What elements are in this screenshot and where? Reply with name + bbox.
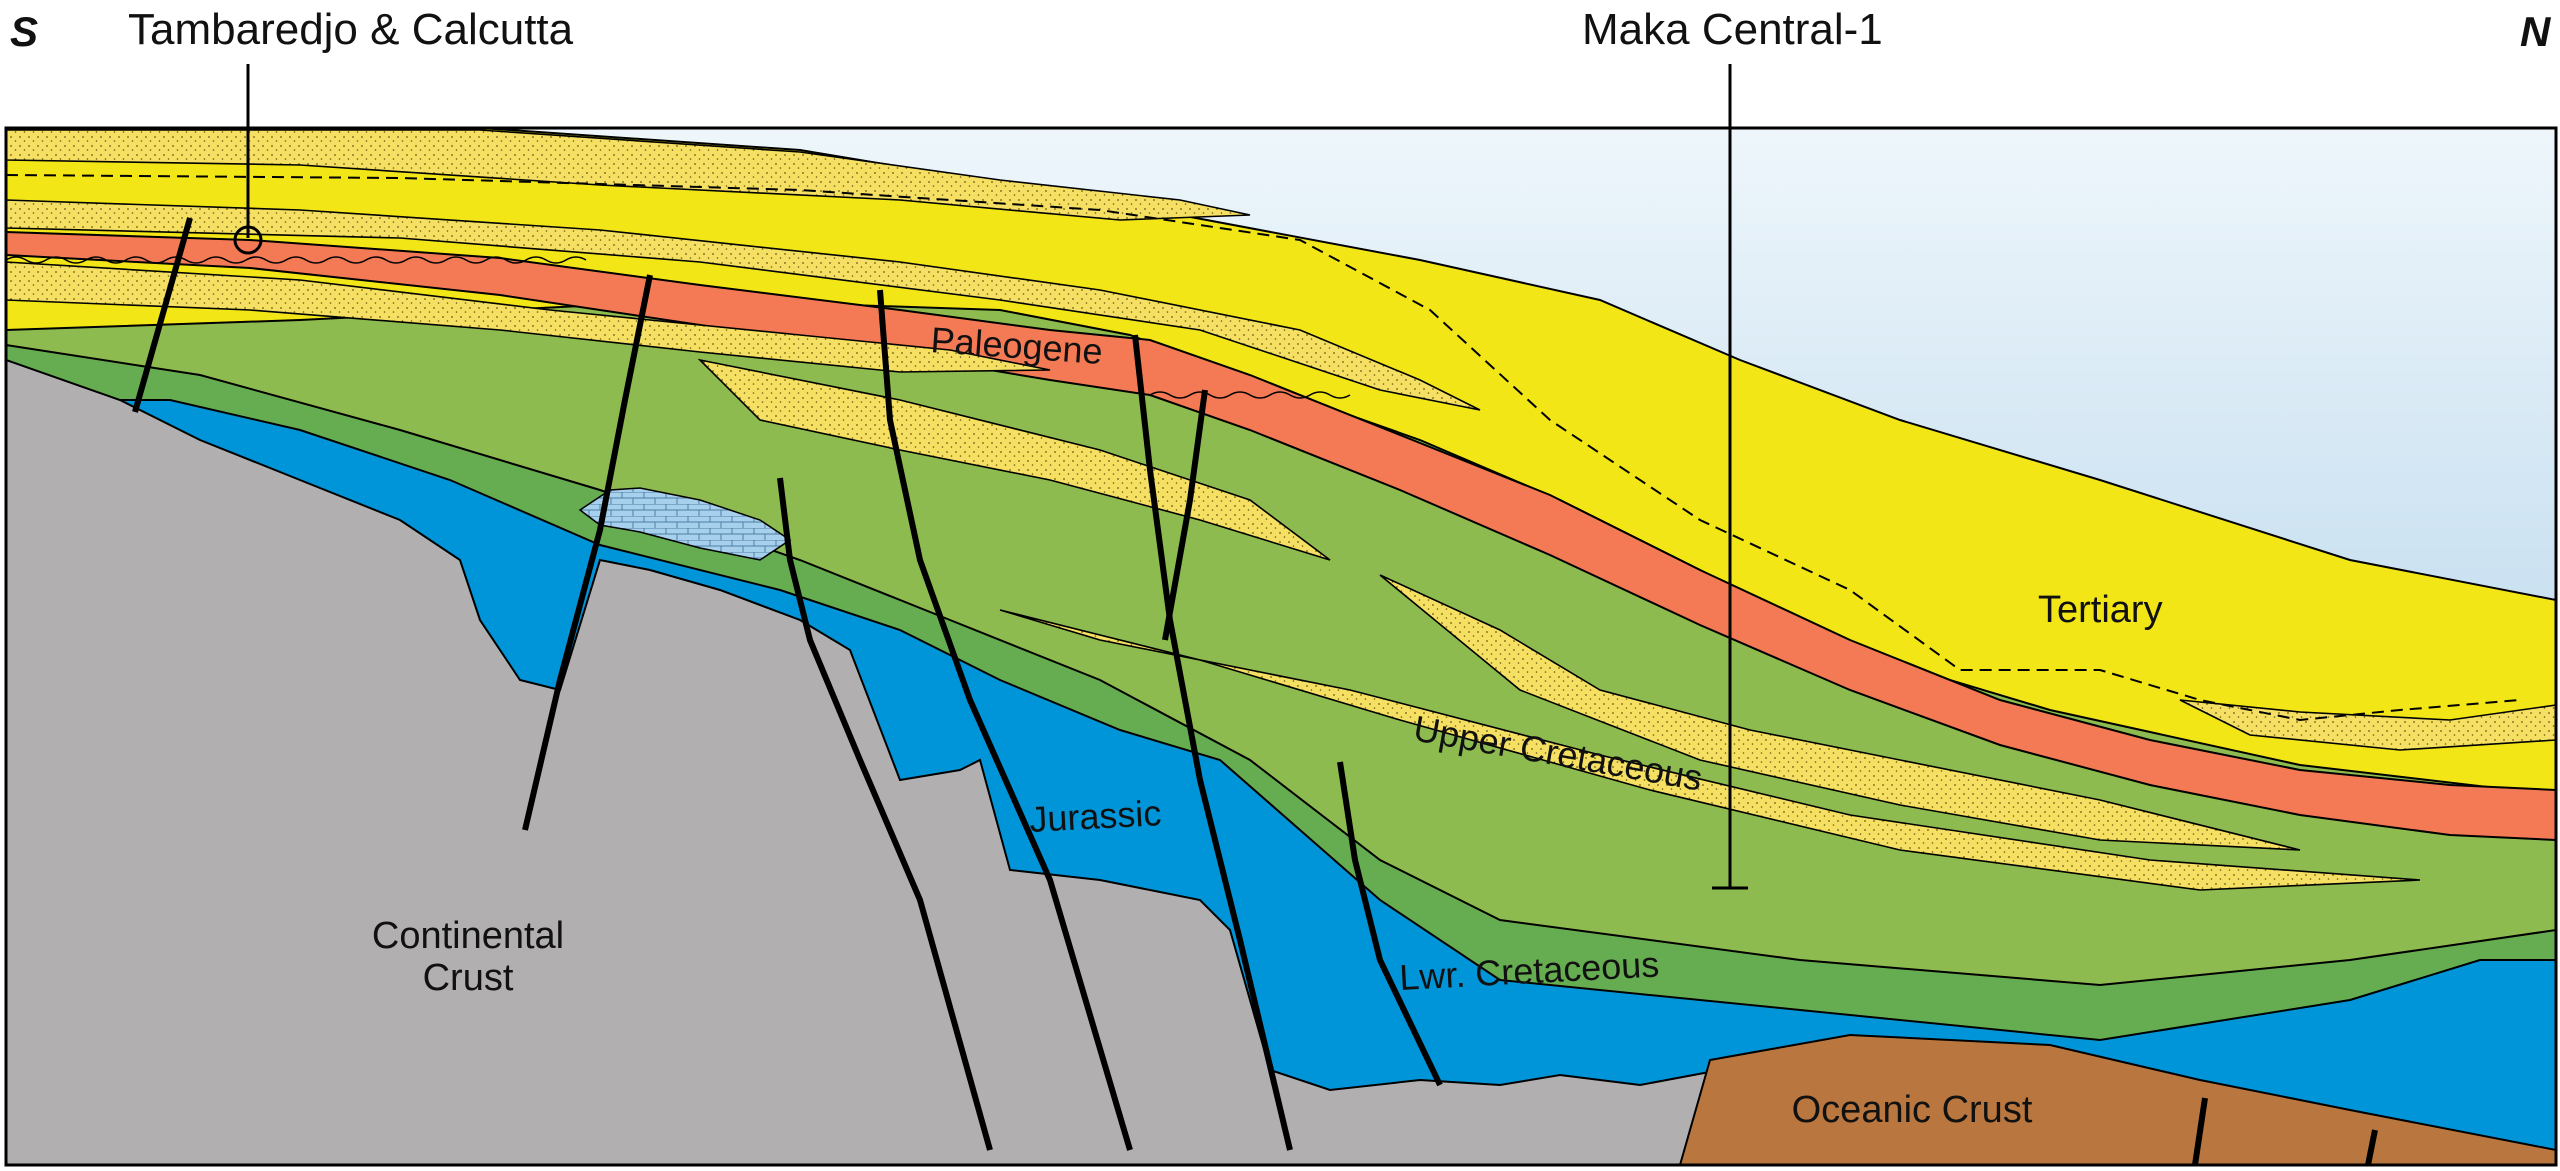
label-continental-crust-line2: Crust: [423, 957, 514, 999]
direction-left-label: S: [10, 8, 38, 55]
label-oceanic-crust: Oceanic Crust: [1792, 1089, 2033, 1131]
upper-cretaceous-sand-1: [6, 261, 1051, 373]
fault-7: [1337, 761, 1443, 1087]
tertiary-sand-band-2: [6, 199, 1481, 411]
unconformity-line-1: [6, 256, 587, 264]
tertiary-sand-sliver-3: [2179, 699, 2556, 751]
tertiary-dashed-horizon: [6, 174, 2521, 722]
fault-8: [2192, 1097, 2208, 1165]
label-continental-crust-line1: Continental: [372, 915, 564, 957]
fault-3: [777, 477, 993, 1151]
fault-9: [2365, 1129, 2378, 1165]
paleogene-layer: [6, 230, 2556, 842]
well-target-circle: [233, 225, 263, 255]
label-tertiary: Tertiary: [2038, 589, 2163, 631]
oceanic-crust: [1678, 1033, 2556, 1165]
upper-cretaceous-sand-3: [999, 609, 2421, 891]
section-frame: [4, 126, 2558, 1167]
well-label-maka: Maka Central-1: [1582, 5, 1883, 54]
upper-cretaceous-sand-2: [697, 358, 1331, 561]
fault-6: [1162, 389, 1208, 641]
direction-right-label: N: [2520, 8, 2552, 55]
upper-cretaceous-sand-4: [1379, 574, 2301, 851]
fault-1: [132, 217, 193, 413]
label-jurassic: Jurassic: [1028, 792, 1162, 840]
well-label-tambaredjo: Tambaredjo & Calcutta: [128, 5, 574, 54]
unconformity-line-2: [1149, 391, 1351, 399]
fault-2: [522, 274, 653, 831]
fault-4: [877, 289, 1133, 1151]
tertiary-sand-band-1: [6, 129, 1251, 221]
fault-5: [1132, 334, 1293, 1151]
